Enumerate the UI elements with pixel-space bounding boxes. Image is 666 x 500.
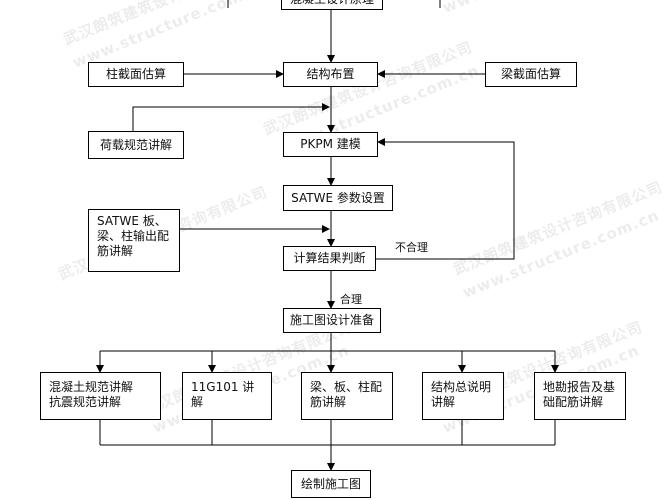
box-satwe-params: SATWE 参数设置 (283, 185, 393, 211)
arrow-feedback-loop (376, 138, 515, 260)
box-construction-prep: 施工图设计准备 (283, 308, 381, 333)
box-beam-section-estimate: 梁截面估算 (485, 62, 577, 87)
box-structure-layout: 结构布置 (283, 62, 378, 87)
box-general-notes: 结构总说明 讲解 (422, 372, 504, 420)
box-draw-construction-drawings: 绘制施工图 (291, 470, 371, 498)
box-calc-result-check: 计算结果判断 (283, 246, 376, 271)
box-rebar-beam-slab-column: 梁、板、柱配 筋讲解 (301, 372, 393, 420)
box-geo-report: 地勘报告及基 础配筋讲解 (534, 372, 626, 420)
box-satwe-output: SATWE 板、 梁、柱输出配 筋讲解 (88, 209, 180, 272)
box-load-spec: 荷载规范讲解 (88, 131, 184, 159)
box-column-section-estimate: 柱截面估算 (88, 62, 184, 87)
box-concrete-seismic-spec: 混凝土规范讲解 抗震规范讲解 (40, 372, 161, 420)
box-11g101: 11G101 讲解 (182, 372, 272, 420)
label-unreasonable: 不合理 (395, 241, 428, 254)
box-concrete-design-principle: 混凝土设计原理 (281, 0, 383, 10)
box-pkpm-modeling: PKPM 建模 (283, 132, 378, 157)
arrow-load-to-pkpm (132, 103, 330, 131)
label-reasonable: 合理 (340, 293, 362, 306)
